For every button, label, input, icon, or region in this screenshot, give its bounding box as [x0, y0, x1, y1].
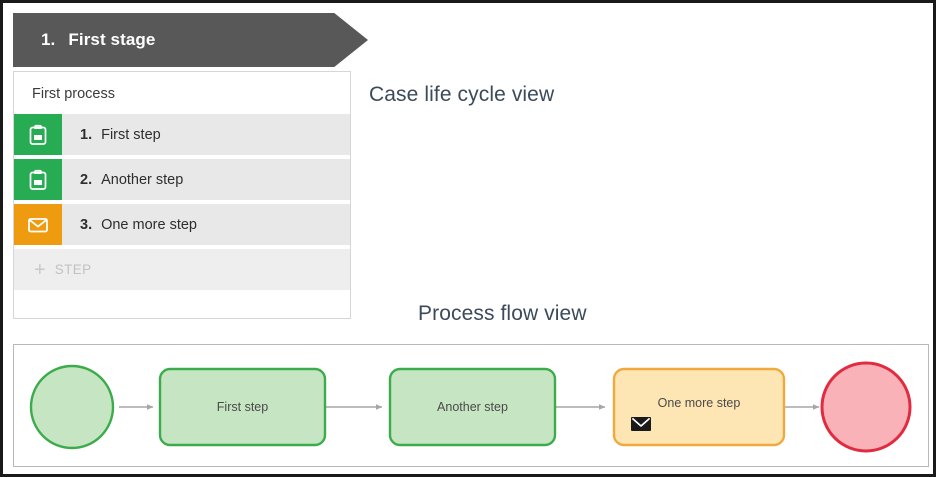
flow-node-another-step[interactable]: Another step: [388, 367, 557, 447]
flow-node-label: First step: [217, 400, 268, 414]
add-step-label: STEP: [54, 262, 92, 277]
stage-number: 1.: [41, 30, 56, 49]
process-flow-diagram: First step Another step One more step: [13, 344, 929, 467]
heading-process-flow-view: Process flow view: [418, 302, 587, 325]
flow-node-label: Another step: [437, 400, 508, 414]
step-label: First step: [101, 126, 161, 143]
clipboard-icon: [14, 114, 62, 155]
heading-case-life-cycle-view: Case life cycle view: [369, 83, 555, 106]
stage-banner-chevron-shape: [13, 13, 368, 67]
flow-node-first-step[interactable]: First step: [158, 367, 327, 447]
add-step-button[interactable]: + STEP: [14, 249, 350, 290]
step-row-2[interactable]: 2. Another step: [14, 159, 350, 200]
step-label: One more step: [101, 216, 198, 233]
flow-node-label: One more step: [658, 396, 741, 410]
flow-start-node[interactable]: [29, 364, 115, 450]
envelope-icon: [14, 204, 62, 245]
step-row-1[interactable]: 1. First step: [14, 114, 350, 155]
envelope-icon: [631, 417, 651, 431]
step-number: 1.: [80, 126, 93, 143]
process-panel: First process 1. First step 2.: [13, 71, 351, 319]
stage-banner[interactable]: 1. First stage: [13, 13, 368, 67]
plus-icon: +: [34, 258, 46, 281]
step-number: 3.: [80, 216, 93, 233]
process-title: First process: [32, 86, 115, 102]
step-row-3[interactable]: 3. One more step: [14, 204, 350, 245]
stage-title: First stage: [68, 30, 156, 49]
clipboard-icon: [14, 159, 62, 200]
flow-end-node[interactable]: [820, 361, 912, 453]
stage-banner-text: 1. First stage: [41, 13, 155, 67]
step-label: Another step: [101, 171, 184, 188]
flow-node-one-more-step[interactable]: One more step: [612, 367, 786, 447]
step-number: 2.: [80, 171, 93, 188]
